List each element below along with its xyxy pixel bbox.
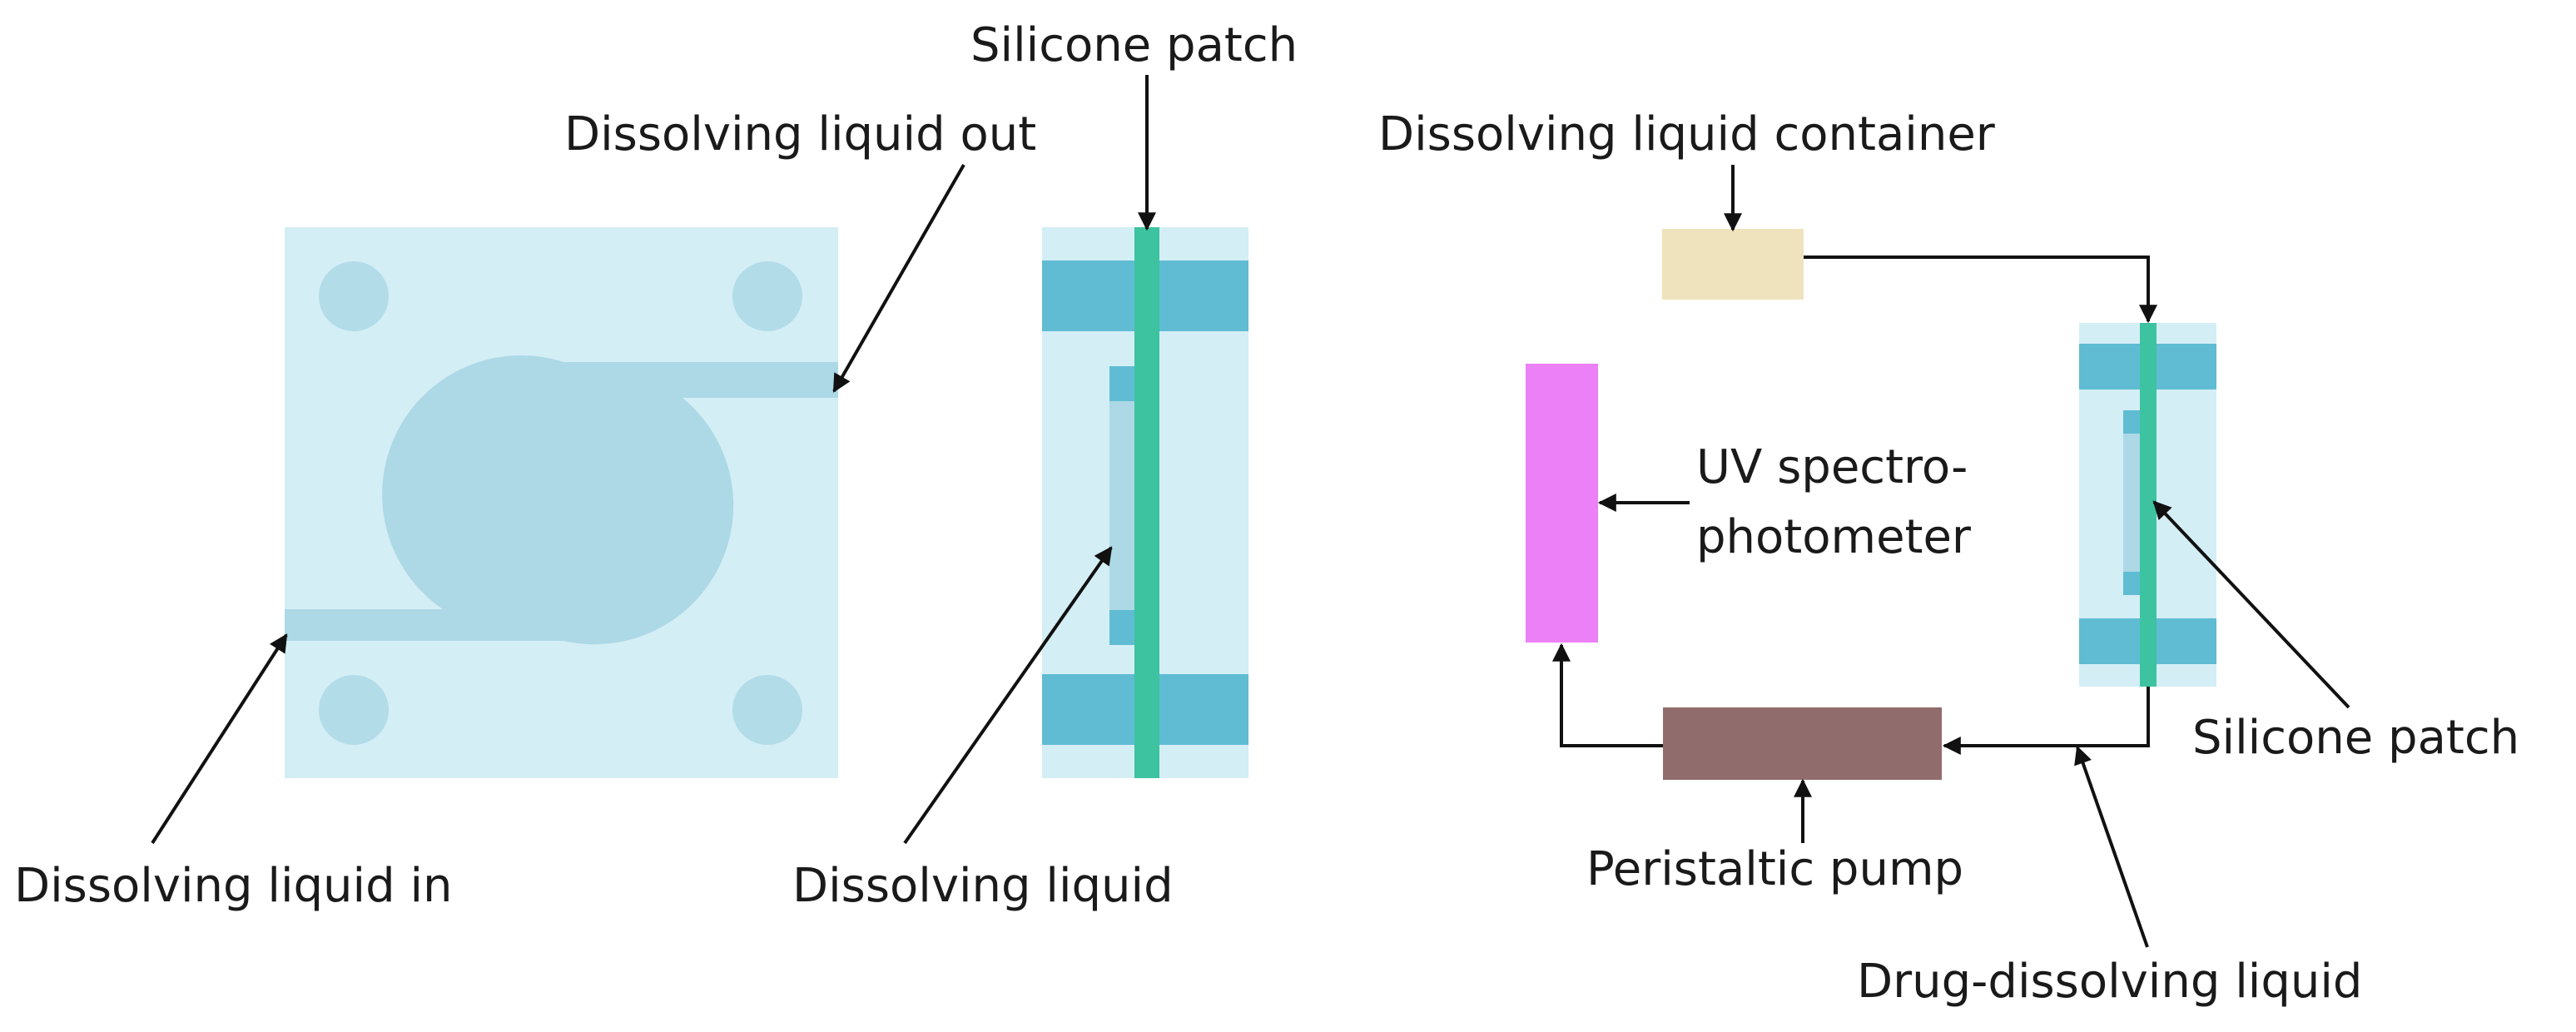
container-box bbox=[1662, 229, 1804, 300]
screw-hole-top-left bbox=[319, 261, 389, 331]
small-silicone-patch-strip bbox=[2140, 323, 2157, 687]
arrow-liquid-out bbox=[832, 164, 965, 393]
pump-box bbox=[1663, 707, 1942, 780]
flow-chamber bbox=[285, 355, 838, 645]
label-liquid-in: Dissolving liquid in bbox=[14, 859, 453, 913]
silicone-patch-strip bbox=[1134, 227, 1159, 778]
arrow-dissolving-liquid bbox=[903, 546, 1113, 845]
liquid-chamber bbox=[1109, 366, 1134, 645]
screw-hole-bottom-left bbox=[319, 675, 389, 745]
chamber-inlet-top bbox=[1109, 366, 1134, 401]
cell-side-view bbox=[1042, 227, 1248, 778]
label-uv-line2: photometer bbox=[1696, 510, 1972, 564]
chamber-outlet-bottom bbox=[1109, 610, 1134, 645]
screw-hole-bottom-right bbox=[732, 675, 802, 745]
label-peristaltic-pump: Peristaltic pump bbox=[1586, 842, 1963, 896]
flow-pump-to-uv bbox=[1552, 643, 1663, 747]
small-liquid-chamber bbox=[2123, 410, 2140, 595]
screw-hole-top-right bbox=[732, 261, 802, 331]
cell-top-view bbox=[285, 227, 838, 778]
small-chamber-outlet bbox=[2123, 572, 2140, 595]
flow-container-to-cell bbox=[1804, 256, 2157, 324]
label-dissolving-liquid: Dissolving liquid bbox=[792, 859, 1174, 913]
flow-cell-to-pump bbox=[1942, 687, 2150, 755]
arrow-right-patch bbox=[2152, 500, 2350, 709]
arrow-drug-liquid bbox=[2074, 745, 2149, 948]
label-container: Dissolving liquid container bbox=[1378, 107, 1996, 161]
circulation-system bbox=[1526, 229, 2216, 780]
label-liquid-out: Dissolving liquid out bbox=[564, 107, 1036, 161]
label-right-silicone-patch: Silicone patch bbox=[2192, 711, 2519, 765]
arrow-liquid-in bbox=[151, 633, 288, 845]
label-drug-dissolving-liquid: Drug-dissolving liquid bbox=[1857, 955, 2362, 1009]
uv-spectrophotometer-box bbox=[1526, 364, 1598, 643]
label-top-silicone-patch: Silicone patch bbox=[970, 18, 1298, 72]
small-chamber-inlet bbox=[2123, 410, 2140, 434]
pointer-arrows bbox=[151, 75, 2350, 948]
label-uv-line1: UV spectro- bbox=[1696, 440, 1968, 494]
